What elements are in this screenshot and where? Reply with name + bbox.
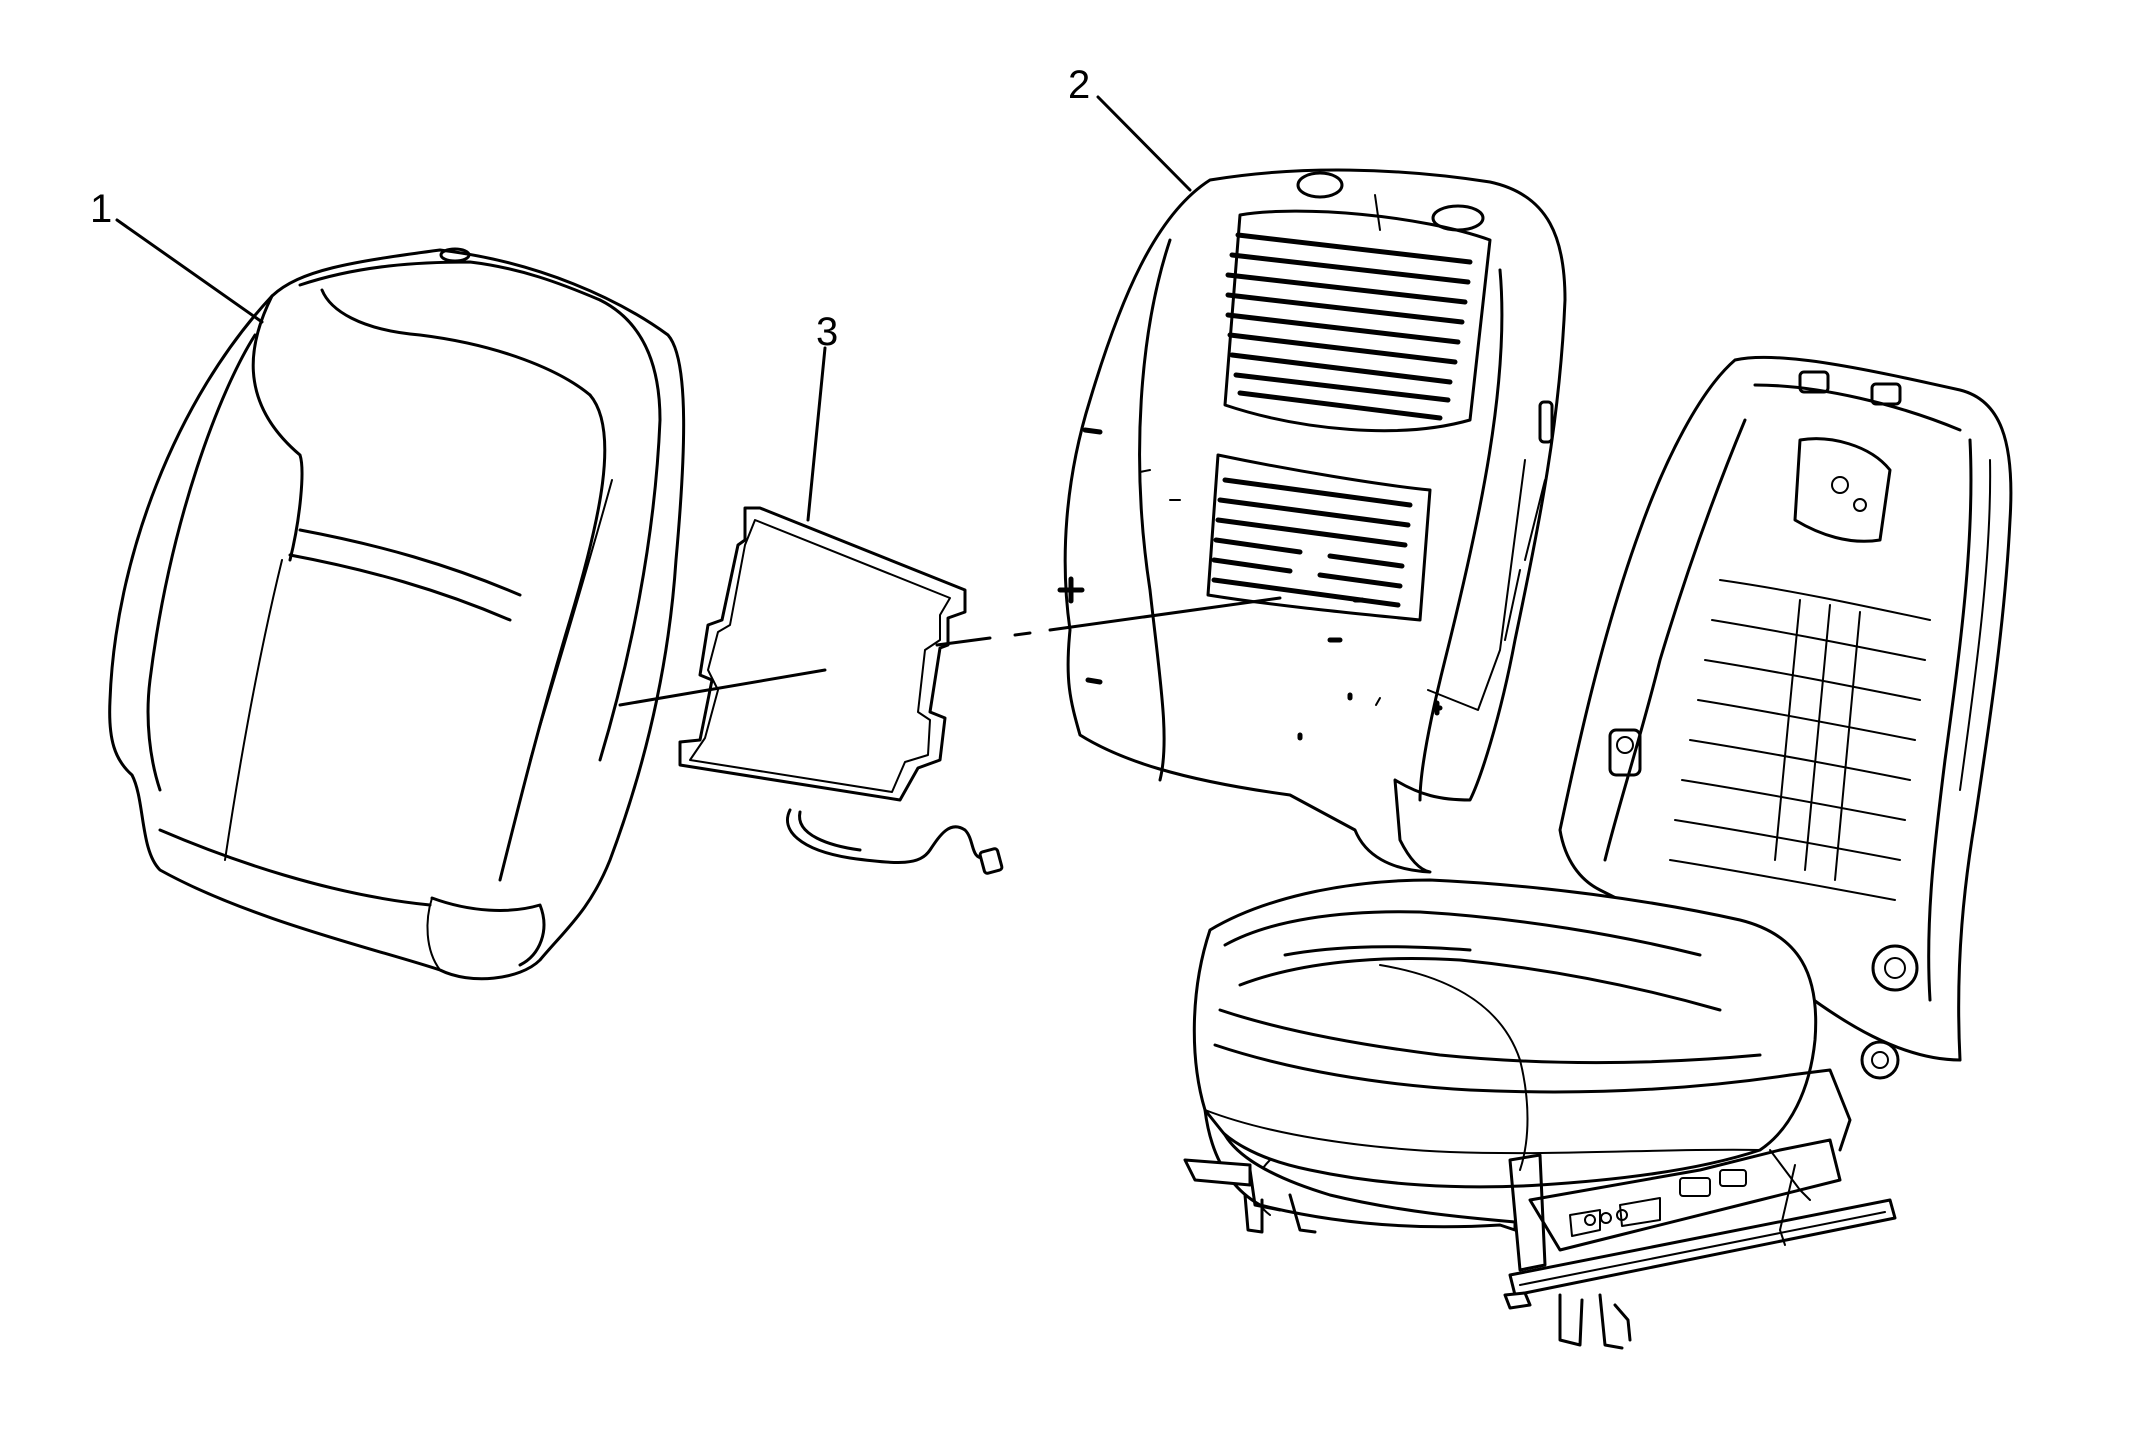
callout-3: 3 (806, 310, 838, 522)
lumbar-grid (1669, 579, 1931, 901)
assembly-lines (618, 596, 1282, 707)
callout-label-2: 2 (1068, 63, 1090, 107)
seat-cushion (1192, 878, 1818, 1216)
lower-slots (1211, 477, 1413, 608)
seatback-frame (1558, 355, 2013, 1080)
upper-slots (1225, 232, 1473, 421)
seat-assembly (1183, 355, 2013, 1350)
callout-label-1: 1 (90, 187, 112, 231)
seatback-cover (108, 247, 686, 981)
seatback-pad (1057, 168, 1567, 874)
callout-1: 1 (90, 187, 264, 324)
callout-2: 2 (1068, 63, 1192, 192)
seat-tracks (1183, 1068, 1897, 1350)
occupant-sensor-mat (678, 506, 1004, 875)
callout-label-3: 3 (816, 310, 838, 354)
